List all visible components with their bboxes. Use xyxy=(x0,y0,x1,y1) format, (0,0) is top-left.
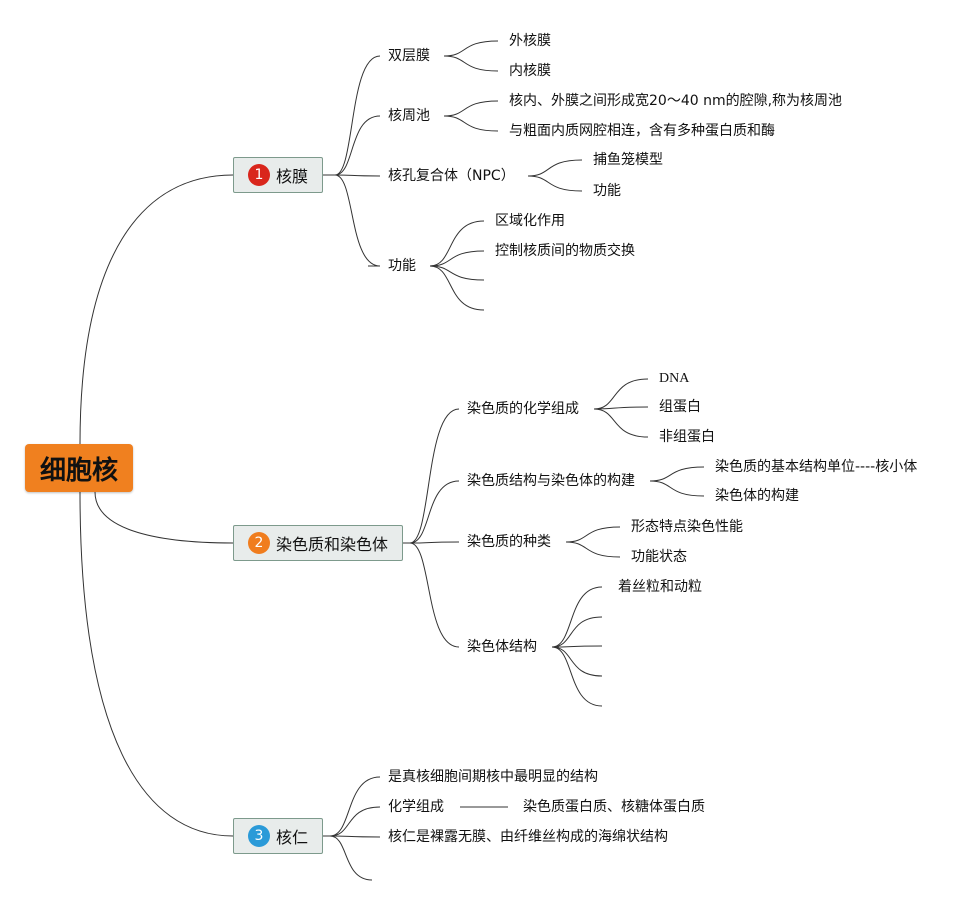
connector-line xyxy=(329,806,381,837)
number-badge: 2 xyxy=(248,532,270,554)
subtopic-most-prominent[interactable]: 是真核细胞间期核中最明显的结构 xyxy=(388,769,598,785)
branch-label: 染色质和染色体 xyxy=(276,535,389,554)
connector-line xyxy=(551,646,603,677)
subtopic-chromosome-structure[interactable]: 染色体结构 xyxy=(467,639,537,655)
connector-line xyxy=(443,55,499,72)
subtopic-structure-construction[interactable]: 染色质结构与染色体的构建 xyxy=(467,473,635,489)
root-topic[interactable]: 细胞核 xyxy=(25,444,133,492)
connector-line xyxy=(649,466,705,482)
leaf-inner-membrane[interactable]: 内核膜 xyxy=(509,63,551,79)
leaf-centromere-kinetochore[interactable]: 着丝粒和动粒 xyxy=(618,579,702,595)
connector-line xyxy=(593,378,649,410)
connector-line xyxy=(443,115,499,132)
connector-line xyxy=(551,646,603,707)
subtopic-npc[interactable]: 核孔复合体（NPC） xyxy=(388,168,515,184)
leaf-non-histone[interactable]: 非组蛋白 xyxy=(659,429,715,445)
connector-line xyxy=(409,542,460,648)
subtopic-perinuclear-space[interactable]: 核周池 xyxy=(388,108,430,124)
root-connector xyxy=(94,491,234,544)
leaf-dna[interactable]: DNA xyxy=(659,371,690,386)
branch-chromatin-chromosome[interactable]: 2 染色质和染色体 xyxy=(233,525,403,561)
branch-label: 核膜 xyxy=(276,167,309,186)
leaf-nucleolus-proteins[interactable]: 染色质蛋白质、核糖体蛋白质 xyxy=(523,799,705,815)
subtopic-nucleolus-composition[interactable]: 化学组成 xyxy=(388,799,444,815)
branch-nucleolus[interactable]: 3 核仁 xyxy=(233,818,323,854)
root-connector xyxy=(79,491,234,837)
connector-line xyxy=(565,541,621,558)
connector-line xyxy=(429,220,485,267)
subtopic-chemical-composition[interactable]: 染色质的化学组成 xyxy=(467,401,579,417)
connector-line xyxy=(429,265,485,281)
connector-line xyxy=(551,616,603,648)
number-badge: 3 xyxy=(248,825,270,847)
connector-line xyxy=(429,265,485,311)
connector-line xyxy=(551,645,603,648)
subtopic-envelope-function[interactable]: 功能 xyxy=(388,258,416,274)
connector-line xyxy=(329,776,381,837)
connector-line xyxy=(334,55,381,176)
connector-line xyxy=(593,406,649,410)
connector-line xyxy=(443,40,499,57)
leaf-material-exchange[interactable]: 控制核质间的物质交换 xyxy=(495,243,635,259)
subtopic-chromatin-types[interactable]: 染色质的种类 xyxy=(467,534,551,550)
leaf-chromosome-construction[interactable]: 染色体的构建 xyxy=(715,488,799,504)
connector-line xyxy=(527,175,583,192)
connector-line xyxy=(565,526,621,543)
leaf-perinuclear-connection[interactable]: 与粗面内质网腔相连，含有多种蛋白质和酶 xyxy=(509,123,775,139)
root-connector xyxy=(79,174,234,445)
connector-line xyxy=(429,250,485,267)
connector-line xyxy=(527,159,583,177)
branch-nuclear-envelope[interactable]: 1 核膜 xyxy=(233,157,323,193)
connector-line xyxy=(334,174,381,177)
subtopic-sponge-structure[interactable]: 核仁是裸露无膜、由纤维丝构成的海绵状结构 xyxy=(388,829,668,845)
leaf-perinuclear-definition[interactable]: 核内、外膜之间形成宽20～40 nm的腔隙,称为核周池 xyxy=(509,93,843,109)
connector-line xyxy=(329,835,381,838)
number-badge: 1 xyxy=(248,164,270,186)
leaf-outer-membrane[interactable]: 外核膜 xyxy=(509,33,551,49)
leaf-nucleosome[interactable]: 染色质的基本结构单位----核小体 xyxy=(715,459,918,475)
connector-line xyxy=(334,115,381,176)
subtopic-double-membrane[interactable]: 双层膜 xyxy=(388,48,430,64)
branch-label: 核仁 xyxy=(276,828,309,847)
connector-line xyxy=(649,480,705,497)
leaf-morphology-staining[interactable]: 形态特点染色性能 xyxy=(631,519,743,535)
leaf-npc-function[interactable]: 功能 xyxy=(593,183,621,199)
leaf-functional-state[interactable]: 功能状态 xyxy=(631,549,687,565)
leaf-fish-trap-model[interactable]: 捕鱼笼模型 xyxy=(593,152,663,168)
connector-line xyxy=(409,408,460,544)
connector-line xyxy=(329,835,373,881)
connector-line xyxy=(443,100,499,117)
leaf-compartmentalization[interactable]: 区域化作用 xyxy=(495,213,565,229)
leaf-histone[interactable]: 组蛋白 xyxy=(659,399,701,415)
connector-line xyxy=(551,586,603,648)
connector-line xyxy=(409,541,460,544)
connector-line xyxy=(593,408,649,438)
connector-line xyxy=(334,174,381,267)
connector-line xyxy=(409,480,460,544)
